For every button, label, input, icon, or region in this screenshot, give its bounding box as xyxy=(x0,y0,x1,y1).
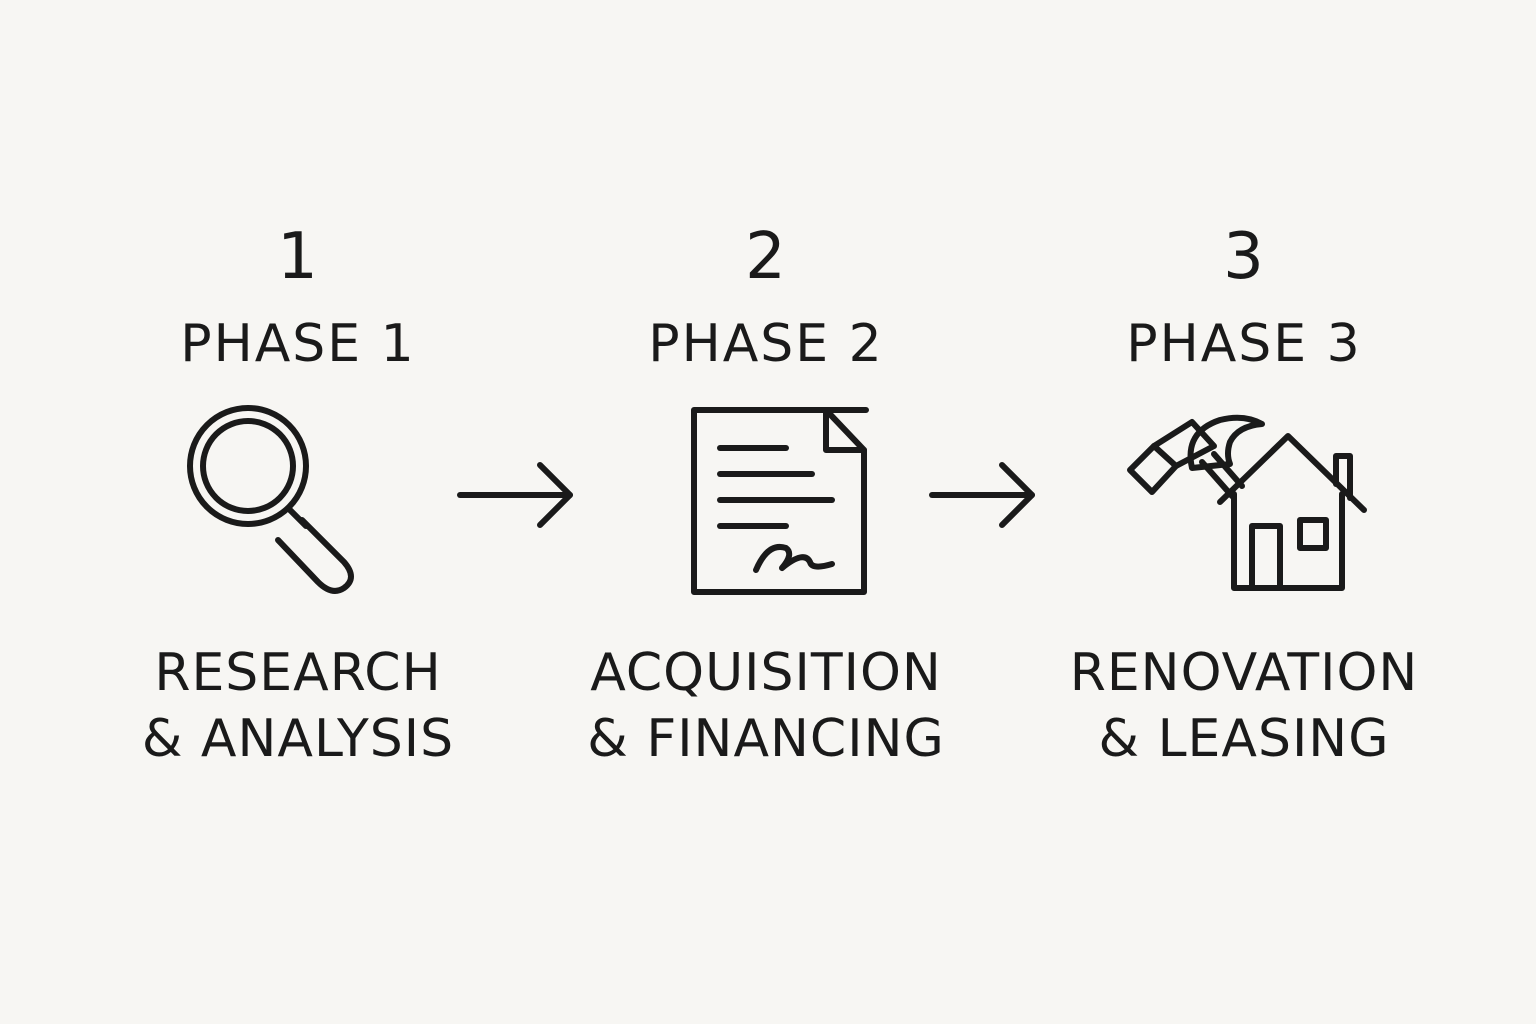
caption-line: ACQUISITION xyxy=(590,643,942,703)
phase-caption: ACQUISITION & FINANCING xyxy=(566,640,966,772)
phase-3: 3 PHASE 3 RENOVATION & LEASING xyxy=(1044,210,1444,810)
arrow-right-icon xyxy=(450,455,580,535)
step-number: 2 xyxy=(745,220,787,294)
caption-line: RESEARCH xyxy=(154,643,442,703)
phase-title: PHASE 2 xyxy=(648,314,884,374)
signed-document-icon xyxy=(636,402,896,612)
caption-line: & ANALYSIS xyxy=(141,709,455,769)
phase-caption: RESEARCH & ANALYSIS xyxy=(98,640,498,772)
caption-line: & LEASING xyxy=(1098,709,1390,769)
hammer-house-icon xyxy=(1114,402,1374,612)
arrow-right-icon xyxy=(922,455,1052,535)
caption-line: & FINANCING xyxy=(587,709,945,769)
phase-1: 1 PHASE 1 RESEARCH & ANALYSIS xyxy=(98,210,498,810)
phase-title: PHASE 3 xyxy=(1126,314,1362,374)
magnifying-glass-icon xyxy=(168,402,428,612)
caption-line: RENOVATION xyxy=(1069,643,1419,703)
phase-title: PHASE 1 xyxy=(180,314,416,374)
step-number: 1 xyxy=(277,220,319,294)
step-number: 3 xyxy=(1223,220,1265,294)
phase-2: 2 PHASE 2 ACQUISITION & FINANCING xyxy=(566,210,966,810)
phase-caption: RENOVATION & LEASING xyxy=(1044,640,1444,772)
